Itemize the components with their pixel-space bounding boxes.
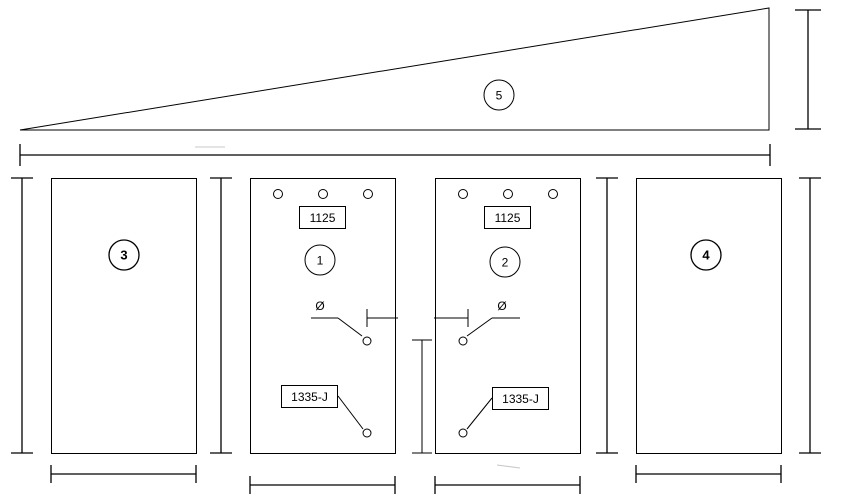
panel-3: 3 <box>51 178 197 454</box>
panel-2-tag-leader <box>466 397 493 430</box>
panel-5-height-dimension <box>795 9 821 130</box>
panel-1-tag-box <box>281 385 338 408</box>
panel-2-width-dimension <box>434 464 581 494</box>
panel-2-code-box <box>484 206 531 229</box>
panel-4-number-circle <box>690 239 722 271</box>
panel-1-tag: 1335-J <box>291 390 328 404</box>
panel-1-contact-1 <box>362 336 372 346</box>
panel-1-hole-3 <box>363 189 373 199</box>
panel-2-contact-1 <box>458 336 468 346</box>
panel-3-rect <box>51 178 197 454</box>
panel-3-width-dimension <box>50 465 197 483</box>
panel-1-width-dimension <box>249 476 396 494</box>
panel-1-number: 1 <box>317 254 324 268</box>
panel-5-number-circle <box>483 79 515 111</box>
panel-1-switch-lever <box>337 317 363 337</box>
panel-2: 1125 2 Ø 1335-J <box>435 178 581 454</box>
panel-1-hole-1 <box>273 189 283 199</box>
panel-1-tag-leader <box>337 395 364 430</box>
panel-2-hole-1 <box>458 189 468 199</box>
panel-2-rect <box>435 178 581 454</box>
panel-4-rect <box>636 178 782 454</box>
panel-2-tag: 1335-J <box>502 392 539 406</box>
panel-5-triangle <box>19 7 770 131</box>
panel-2-hole-2 <box>503 189 513 199</box>
panel-4: 4 <box>636 178 782 454</box>
panel-4-width-dimension <box>635 465 782 483</box>
gap-dimension-connector <box>366 309 469 454</box>
panel-2-tag-box <box>492 387 549 410</box>
panel-1-rect <box>250 178 396 454</box>
panel-1-height-dimension <box>210 177 232 454</box>
panel-2-height-dimension <box>596 177 618 454</box>
panel-4-height-dimension <box>799 177 821 454</box>
panel-1: 1125 1 Ø 1335-J <box>250 178 396 454</box>
panel-5-number: 5 <box>496 89 503 103</box>
panel-1-number-circle <box>304 244 336 276</box>
panel-1-hole-2 <box>318 189 328 199</box>
panel-2-contact-2 <box>458 428 468 438</box>
panel-3-number: 3 <box>120 248 127 263</box>
panel-2-diameter-symbol: Ø <box>497 299 506 313</box>
panel-5-width-dimension <box>19 144 771 166</box>
panel-2-number: 2 <box>502 256 509 270</box>
panel-2-code: 1125 <box>495 211 521 225</box>
panel-1-contact-2 <box>362 428 372 438</box>
panel-2-switch-lever <box>466 317 493 337</box>
panel-3-height-dimension <box>11 177 33 454</box>
panel-3-number-circle <box>108 239 140 271</box>
panel-1-code: 1125 <box>310 211 336 225</box>
panel-1-diameter-symbol: Ø <box>315 299 324 313</box>
panel-1-code-box <box>299 206 346 229</box>
panel-5: 5 <box>19 7 770 131</box>
panel-2-hole-3 <box>548 189 558 199</box>
panel-2-number-circle <box>489 246 521 278</box>
panel-4-number: 4 <box>702 248 710 263</box>
